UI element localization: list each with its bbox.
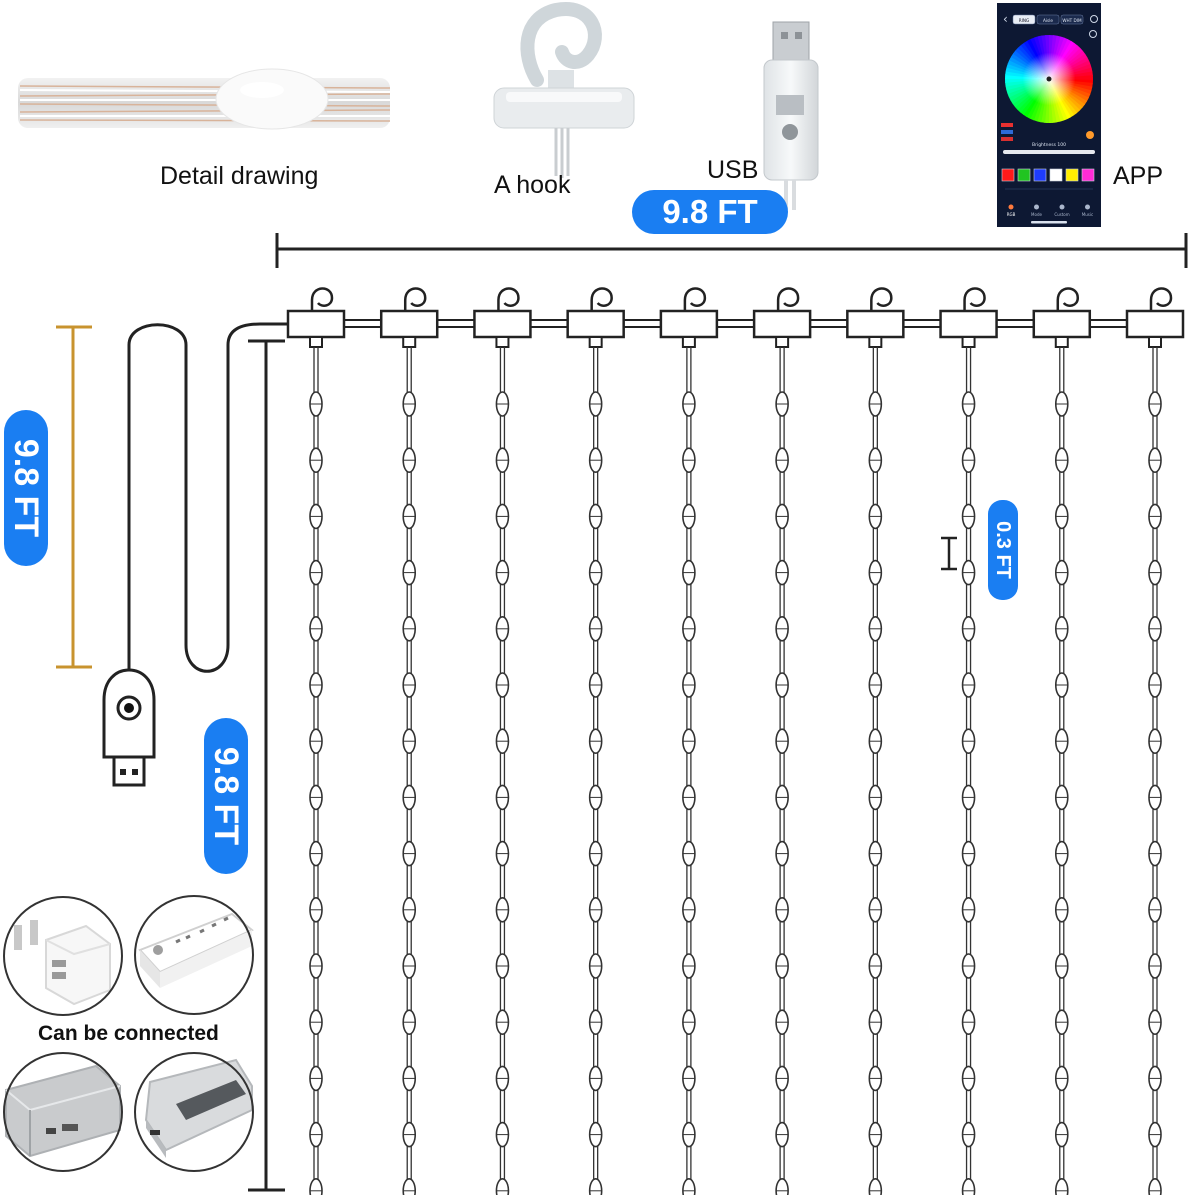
hook-clip: [659, 309, 719, 339]
strand-cap: [775, 336, 790, 348]
nav-icon[interactable]: [1085, 204, 1090, 210]
height-badge-text: 9.8 FT: [207, 746, 245, 846]
strand-cap: [868, 336, 883, 348]
bulb-spacing-badge: 0.3 FT: [988, 500, 1018, 600]
adapter-circle: [3, 896, 123, 1016]
power-caption: Can be connected: [38, 1022, 219, 1045]
led-bulb: [495, 1178, 510, 1195]
height-badge: 9.8 FT: [204, 718, 248, 874]
color-swatch[interactable]: [1017, 168, 1031, 182]
strand-cap: [402, 336, 417, 348]
detail-wire-illustration: [18, 68, 391, 130]
width-badge: 9.8 FT: [632, 190, 788, 234]
curtain-hook: [497, 287, 520, 310]
power-icon[interactable]: [1089, 30, 1097, 38]
brightness-slider[interactable]: [1003, 150, 1095, 154]
led-bulb: [682, 1178, 696, 1195]
led-bulb: [588, 1178, 603, 1195]
led-bulb: [1054, 1178, 1069, 1195]
hook-clip: [379, 309, 439, 339]
hook-clip: [752, 309, 812, 339]
color-swatch[interactable]: [1001, 168, 1015, 182]
app-tab[interactable]: [1036, 14, 1060, 25]
brightness-label: Brightness 100: [1032, 142, 1066, 148]
back-icon[interactable]: ‹: [1003, 12, 1008, 26]
color-swatch[interactable]: [1033, 168, 1047, 182]
led-bulb: [868, 1178, 883, 1195]
width-dimension-line: [275, 233, 1188, 268]
bulb-spacing-badge-text: 0.3 FT: [992, 521, 1014, 579]
curtain-hook: [870, 287, 893, 310]
app-tab-label: Aisle: [1043, 18, 1053, 23]
curtain-hook: [963, 287, 986, 310]
nav-label: Music: [1082, 212, 1093, 217]
detail-drawing-label: Detail drawing: [160, 162, 319, 190]
power-cable: [127, 322, 290, 673]
curtain-hook: [590, 287, 613, 310]
usb-controller-illustration: [763, 21, 819, 210]
gear-icon[interactable]: [1090, 15, 1098, 23]
usb-label: USB: [707, 156, 759, 184]
width-badge-text: 9.8 FT: [662, 193, 758, 230]
led-bulb: [309, 1178, 323, 1195]
curtain-hook: [776, 287, 800, 310]
hook-clip: [1125, 309, 1185, 339]
strand-cap: [961, 336, 976, 348]
curtain-hook: [1149, 287, 1173, 310]
nav-label: Custom: [1054, 212, 1069, 217]
led-bulb: [775, 1178, 789, 1195]
led-bulb: [961, 1178, 976, 1195]
curtain-hook: [683, 287, 707, 310]
strand-cap: [588, 336, 603, 348]
hook-label: A hook: [494, 171, 571, 199]
height-dimension-line: [248, 339, 285, 1192]
hook-clip: [846, 309, 905, 339]
light-curtain: [286, 287, 1185, 1195]
power-strip-circle: [134, 895, 254, 1015]
color-swatch[interactable]: [1065, 168, 1079, 182]
cable-length-badge-text: 9.8 FT: [7, 438, 45, 538]
hook-illustration: [493, 2, 635, 178]
cable-dimension-line: [56, 325, 92, 669]
power-bank-circle: [3, 1052, 123, 1172]
cable-length-badge: 9.8 FT: [4, 410, 48, 566]
nav-icon[interactable]: [1059, 204, 1065, 210]
app-tab-label: RING: [1019, 18, 1030, 23]
color-swatch-row[interactable]: [1001, 168, 1095, 182]
curtain-hook: [403, 287, 427, 310]
app-screenshot: ‹ RING Aisle WHT DIM Brightness 100 RGB Mod…: [997, 3, 1101, 227]
led-bulb: [402, 1178, 417, 1195]
color-swatch[interactable]: [1049, 168, 1063, 182]
laptop-circle: [134, 1052, 254, 1172]
nav-label: Mode: [1031, 212, 1042, 217]
bulb-spacing-indicator: [941, 536, 957, 571]
app-tab[interactable]: [1012, 14, 1036, 25]
nav-label: RGB: [1007, 212, 1016, 217]
hook-clip: [1032, 309, 1092, 339]
curtain-hook: [1056, 287, 1080, 310]
color-swatch[interactable]: [1081, 168, 1095, 182]
curtain-hook: [310, 287, 334, 310]
app-label: APP: [1113, 162, 1164, 190]
app-tab-label: WHT DIM: [1062, 18, 1082, 23]
usb-plug: [102, 668, 156, 787]
hook-clip: [286, 309, 346, 339]
strand-cap: [681, 336, 696, 348]
hook-clip: [566, 309, 625, 339]
hook-clip: [939, 309, 998, 339]
app-screen: ‹ RING Aisle WHT DIM Brightness 100 RGB Mod…: [997, 3, 1101, 227]
nav-icon[interactable]: [1034, 204, 1039, 210]
app-tab[interactable]: [1060, 14, 1084, 25]
nav-icon[interactable]: [1008, 204, 1014, 210]
strand-cap: [495, 336, 510, 348]
strand-cap: [1148, 336, 1162, 348]
strand-cap: [1054, 336, 1069, 348]
hook-clip: [473, 309, 532, 339]
led-bulb: [1148, 1178, 1162, 1195]
strand-cap: [309, 336, 323, 348]
